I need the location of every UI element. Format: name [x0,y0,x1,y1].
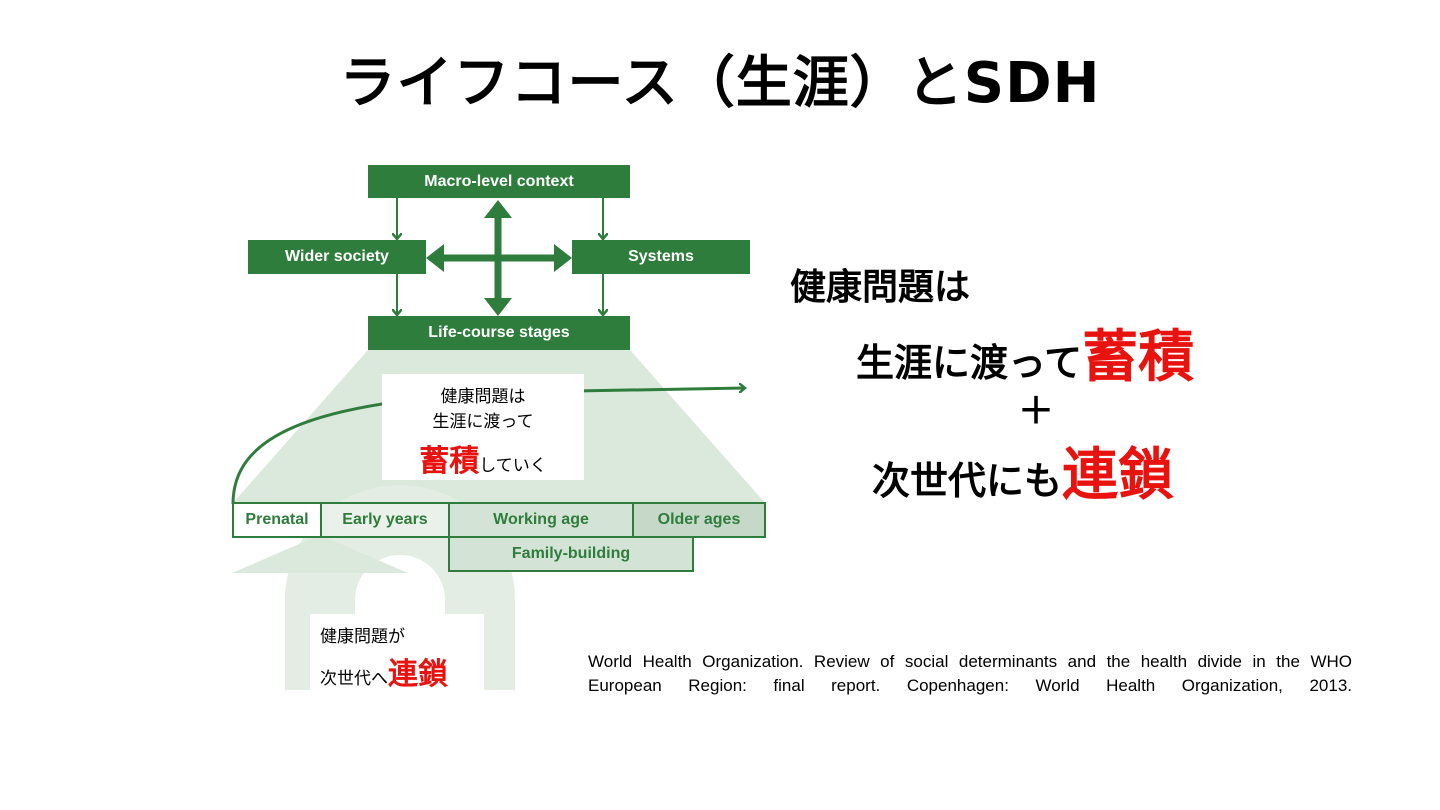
accumulation-note-tail: していく [479,456,547,476]
wider-society-box: Wider society [248,240,426,274]
stage-working-age: Working age [448,502,634,538]
systems-box: Systems [572,240,750,274]
stage-family-building: Family-building [448,536,694,572]
summary-chain-emphasis: 連鎖 [1062,443,1175,508]
accumulation-emphasis: 蓄積 [419,444,480,479]
accumulation-note: 健康問題は 生涯に渡って 蓄積していく [382,374,584,480]
summary-accumulate-emphasis: 蓄積 [1082,325,1195,390]
life-course-stages-box: Life-course stages [368,316,630,350]
slide-title: ライフコース（生涯）とSDH [339,51,1101,116]
chain-note-line1: 健康問題が [320,627,405,647]
accumulation-note-line1: 健康問題は [440,387,526,407]
summary-line1: 健康問題は [790,267,971,308]
chain-emphasis: 連鎖 [388,657,448,692]
stage-prenatal: Prenatal [232,502,322,538]
citation: World Health Organization. Review of soc… [588,652,1352,695]
summary-line3: 次世代にも連鎖 [872,430,1174,511]
stage-older-ages: Older ages [632,502,766,538]
cross-arrows [436,210,562,308]
summary-plus: ＋ [1018,391,1055,432]
accumulation-note-line2: 生涯に渡って [432,412,534,432]
chain-note-prefix: 次世代へ [320,669,388,689]
arc-arrowhead [232,535,408,573]
summary-line3-prefix: 次世代にも [872,459,1063,503]
summary-line2-prefix: 生涯に渡って [856,341,1083,385]
summary-line2: 生涯に渡って蓄積 [856,312,1194,393]
stage-early-years: Early years [320,502,450,538]
macro-level-context-box: Macro-level context [368,165,630,198]
chain-note: 健康問題が 次世代へ連鎖 [310,614,484,692]
